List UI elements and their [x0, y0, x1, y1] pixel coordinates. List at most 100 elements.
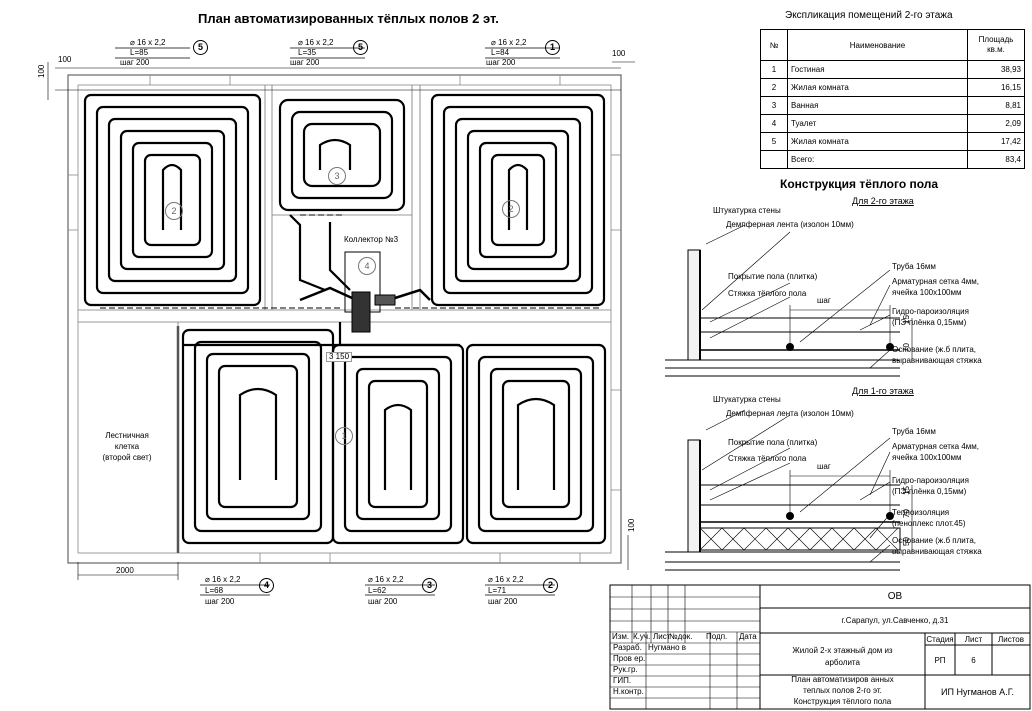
stamp-code: ОВ [887, 591, 903, 602]
layer-label: Штукатурка стены [713, 395, 781, 404]
layer-label: Арматурная сетка 4мм, [892, 442, 979, 451]
loop-label-step: шаг 200 [488, 597, 518, 606]
loop-number-marker: 4 [259, 578, 274, 593]
loop-number-marker: 5 [353, 40, 368, 55]
row-name: Гостиная [787, 60, 968, 79]
loop-label-dia: ⌀ 16 x 2,2 [130, 38, 166, 47]
loop-number-marker: 1 [545, 40, 560, 55]
loop-label-dia: ⌀ 16 x 2,2 [205, 575, 241, 584]
stair-label: клетка [114, 442, 140, 451]
dimension-50: 50 [902, 537, 911, 546]
col-header: Наименование [787, 29, 968, 61]
loop-label-len: L=71 [488, 586, 507, 595]
stamp-role: Н.контр. [613, 687, 644, 696]
heating-loop-2 [465, 343, 607, 545]
layer-label: ячейка 100x100мм [892, 288, 962, 297]
loop-label-len: L=68 [205, 586, 224, 595]
outer-wall [67, 74, 622, 564]
stamp-col: К.уч. [633, 632, 651, 641]
layer-label: Арматурная сетка 4мм, [892, 277, 979, 286]
dimension-150: 3 150 [326, 352, 353, 362]
inner-wall [77, 84, 612, 554]
layer-label: Основание (ж.б плита, [892, 536, 977, 545]
loop-label-len: L=35 [298, 48, 317, 57]
layer-label: (ПЭ-плёнка 0,15мм) [892, 318, 967, 327]
row-name: Туалет [787, 114, 968, 133]
dimension-70: 70 [902, 509, 911, 518]
stamp-sheet-title: План автоматизиров анных [791, 675, 894, 684]
loop-label-step: шаг 200 [205, 597, 235, 606]
col-header: № [760, 29, 788, 61]
layer-label: Стяжка тёплого пола [728, 289, 807, 298]
dimension-100: 100 [612, 49, 626, 58]
section-1st-floor [665, 409, 913, 571]
row-area: 2,09 [967, 114, 1025, 133]
layer-label: Штукатурка стены [713, 206, 781, 215]
stamp-role: Рук.гр. [613, 665, 638, 674]
row-name: Жилая комната [787, 132, 968, 151]
layer-label: Стяжка тёплого пола [728, 454, 807, 463]
stamp-col: Лист [653, 632, 671, 641]
loop-label-dia: ⌀ 16 x 2,2 [491, 38, 527, 47]
dimension-100: 100 [627, 518, 636, 532]
layer-label: (ПЭ-плёнка 0,15мм) [892, 487, 967, 496]
explication-title: Экспликация помещений 2-го этажа [785, 10, 953, 21]
layer-label: Труба 16мм [892, 262, 936, 271]
layer-label: Покрытие пола (плитка) [728, 438, 818, 447]
stair-label: Лестничная [105, 431, 149, 440]
dimension-100: 100 [37, 64, 46, 78]
room-marker: 3 [328, 167, 346, 185]
layer-label: Покрытие пола (плитка) [728, 272, 818, 281]
stamp-developer: Нугмано в [648, 643, 686, 652]
stamp-object: Жилой 2-х этажный дом из [792, 646, 893, 655]
stamp-col: Дата [739, 632, 757, 641]
stamp-sheets-label: Листов [998, 635, 1024, 644]
layer-label: Демпферная лента (изолон 10мм) [726, 220, 854, 229]
stamp-sheet-label: Лист [964, 635, 983, 644]
dimension-100: 100 [58, 55, 72, 64]
row-area: 38,93 [967, 60, 1025, 79]
loop-label-len: L=85 [130, 48, 149, 57]
row-name: Ванная [787, 96, 968, 115]
layer-label: Гидро-пароизоляция [892, 476, 969, 485]
loop-label-dia: ⌀ 16 x 2,2 [368, 575, 404, 584]
table-row: 2 Жилая комната 16,15 [760, 78, 1025, 97]
loop-label-step: шаг 200 [368, 597, 398, 606]
area-header-line: кв.м. [987, 45, 1005, 54]
stamp-role: Разраб. [613, 643, 642, 652]
loop-label-step: шаг 200 [120, 58, 150, 67]
stamp-sheet-title: Конструкция тёплого пола [793, 697, 892, 706]
stamp-sheet-title: теплых полов 2-го эт. [803, 686, 882, 695]
section-title-1st: Для 1-го этажа [852, 386, 914, 396]
loop-number-marker: 5 [193, 40, 208, 55]
step-label: шаг [817, 462, 831, 471]
layer-label: Демпферная лента (изолон 10мм) [726, 409, 854, 418]
section-2nd-floor [665, 224, 913, 377]
stamp-company: ИП Нугманов А.Г. [941, 687, 1014, 697]
loop-label-dia: ⌀ 16 x 2,2 [298, 38, 334, 47]
heating-loop-5 [83, 93, 262, 307]
area-header-line: Площадь [978, 35, 1014, 44]
total-area: 83,4 [967, 150, 1025, 169]
section-title-2nd: Для 2-го этажа [852, 196, 914, 206]
heating-loop-1 [430, 93, 606, 307]
room-marker: 2 [502, 200, 520, 218]
loop-number-marker: 3 [422, 578, 437, 593]
layer-label: ячейка 100x100мм [892, 453, 962, 462]
layer-label: (пеноплекс плот.45) [892, 519, 966, 528]
stamp-role: Пров ер. [613, 654, 646, 663]
row-num: 3 [760, 96, 788, 115]
stamp-sheet: 6 [971, 656, 976, 665]
loop-label-len: L=62 [368, 586, 387, 595]
room-marker: 1 [335, 427, 353, 445]
table-row-total: Всего: 83,4 [760, 150, 1025, 169]
stamp-stage-label: Стадия [926, 635, 954, 644]
row-num: 4 [760, 114, 788, 133]
loop-label-dia: ⌀ 16 x 2,2 [488, 575, 524, 584]
stamp-role: ГИП. [613, 676, 632, 685]
stamp-col: Подп. [706, 632, 728, 641]
stamp-object: арболита [825, 658, 860, 667]
stamp-col: Изм. [612, 632, 630, 641]
table-row: 3 Ванная 8,81 [760, 96, 1025, 115]
